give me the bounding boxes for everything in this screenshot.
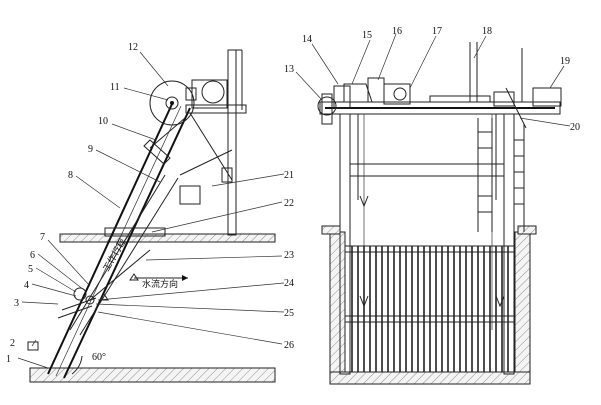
- callout-11: 11: [110, 82, 120, 93]
- callout-10: 10: [98, 116, 108, 127]
- side-elevation-view: 60° 工作行程 水流方向: [27, 49, 276, 383]
- water-flow-label: 水流方向: [142, 278, 178, 290]
- callout-6: 6: [30, 250, 35, 261]
- callout-4: 4: [24, 280, 29, 291]
- callout-16: 16: [392, 26, 402, 37]
- front-elevation-view: [317, 42, 562, 385]
- screen-top-rail: [344, 245, 516, 253]
- callout-7: 7: [40, 232, 45, 243]
- callout-18: 18: [482, 26, 492, 37]
- drive-head: [149, 79, 228, 149]
- screen-bottom-rail: [344, 315, 516, 323]
- rake-beam: [349, 163, 505, 177]
- top-drive-unit: [317, 42, 562, 129]
- callout-13: 13: [284, 64, 294, 75]
- angle-arc: [71, 355, 83, 375]
- callout-17: 17: [432, 26, 442, 37]
- callout-21: 21: [284, 170, 294, 181]
- callout-19: 19: [560, 56, 570, 67]
- callout-5: 5: [28, 264, 33, 275]
- inclined-frame: [47, 103, 191, 379]
- top-slab: [59, 233, 276, 243]
- rake-teeth: [57, 249, 151, 319]
- callout-25: 25: [284, 308, 294, 319]
- callout-14: 14: [302, 34, 312, 45]
- channel-right-wall: [514, 231, 531, 373]
- callout-8: 8: [68, 170, 73, 181]
- callout-26: 26: [284, 340, 294, 351]
- bottom-block: [27, 341, 39, 351]
- channel-left-wall: [329, 231, 346, 373]
- callout-labels: 1 2 3 4 5 6 7 8 9 10 11 12 13 14 15 16 1…: [6, 26, 580, 365]
- callout-24: 24: [284, 278, 294, 289]
- callout-22: 22: [284, 198, 294, 209]
- discharge-chute: [143, 139, 171, 165]
- access-ladder: [477, 118, 525, 232]
- bar-screen: [351, 246, 509, 372]
- callout-3: 3: [14, 298, 19, 309]
- callout-9: 9: [88, 144, 93, 155]
- right-side-frame: [503, 113, 515, 375]
- callout-2: 2: [10, 338, 15, 349]
- callout-1: 1: [6, 354, 11, 365]
- angle-label: 60°: [92, 352, 106, 363]
- callout-20: 20: [570, 122, 580, 133]
- callout-23: 23: [284, 250, 294, 261]
- support-structure: [104, 49, 247, 237]
- channel-floor: [329, 371, 531, 385]
- left-side-frame: [339, 113, 351, 375]
- callout-12: 12: [128, 42, 138, 53]
- callout-15: 15: [362, 30, 372, 41]
- leader-lines: [17, 33, 571, 369]
